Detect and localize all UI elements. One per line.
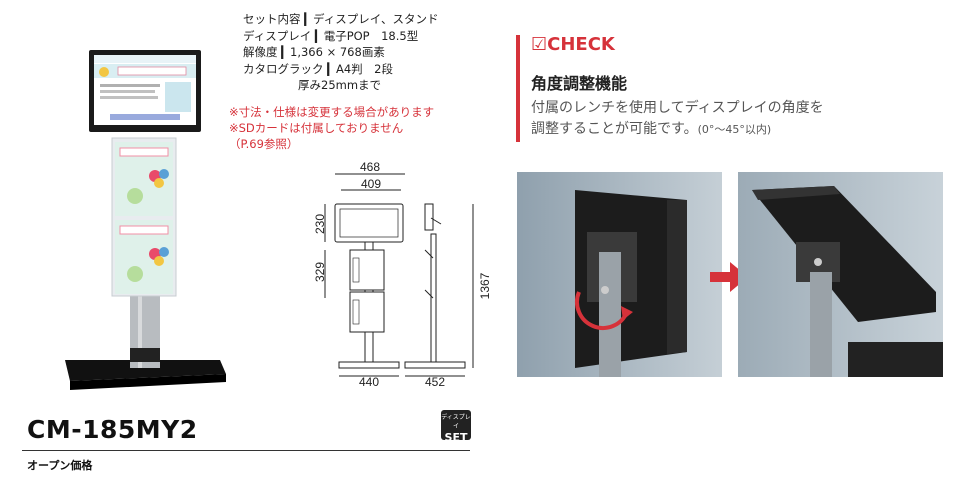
- display-set-badge: ディスプレイ SET: [441, 410, 471, 444]
- note-sd-card: ※SDカードは付属しておりません: [229, 121, 404, 135]
- dim-width-409: 409: [361, 177, 381, 191]
- check-body: 付属のレンチを使用してディスプレイの角度を 調整することが可能です。(0°～45…: [531, 98, 824, 140]
- spec-set-contents: セット内容 ▎ディスプレイ、スタンド: [243, 12, 439, 26]
- divider: [22, 450, 470, 451]
- spec-resolution: 解像度 ▎1,366 × 768画素: [243, 45, 385, 59]
- note-page-ref: （P.69参照）: [229, 137, 299, 151]
- model-number: CM-185MY2: [27, 415, 198, 444]
- notes: ※寸法・仕様は変更する場合があります ※SDカードは付属しておりません （P.6…: [229, 104, 434, 152]
- spec-catalog-rack: カタログラック ▎A4判 2段: [243, 61, 393, 76]
- check-title: ☑CHECK: [531, 34, 615, 55]
- angle-photo-after: [738, 172, 943, 377]
- price-label: オープン価格: [27, 459, 93, 472]
- check-body-line2: 調整することが可能です。: [531, 121, 698, 137]
- dim-height-329: 329: [313, 262, 327, 282]
- badge-line1: ディスプレイ: [441, 414, 471, 430]
- dim-width-468: 468: [360, 160, 380, 174]
- dim-base-440: 440: [359, 375, 379, 389]
- check-body-line1: 付属のレンチを使用してディスプレイの角度を: [531, 100, 824, 116]
- spec-thickness: 厚み25mmまで: [298, 78, 382, 92]
- angle-photo-before: [517, 172, 722, 377]
- check-body-note: (0°～45°以内): [697, 123, 772, 136]
- dim-height-230: 230: [313, 214, 327, 234]
- check-accent-bar: [516, 35, 520, 142]
- dim-depth-452: 452: [425, 375, 445, 389]
- product-image: [65, 50, 226, 390]
- spec-display: ディスプレイ ▎電子POP 18.5型: [243, 28, 419, 43]
- badge-line2: SET: [444, 431, 468, 444]
- check-heading: 角度調整機能: [531, 74, 628, 93]
- dim-total-1367: 1367: [478, 272, 492, 299]
- dimension-drawings: 468 409 230 329 440 452 1367: [313, 160, 492, 389]
- note-spec-change: ※寸法・仕様は変更する場合があります: [229, 105, 435, 119]
- spec-list: セット内容 ▎ディスプレイ、スタンド ディスプレイ ▎電子POP 18.5型 解…: [243, 11, 438, 94]
